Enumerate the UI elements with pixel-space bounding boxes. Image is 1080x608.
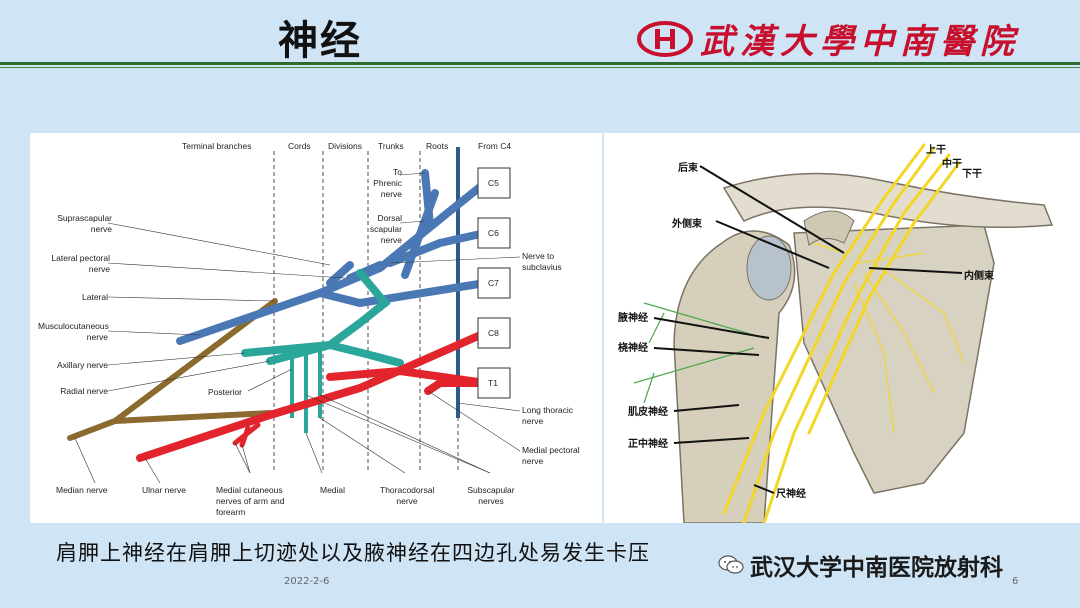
label-ulnar: Ulnar nerve [142, 485, 186, 495]
label-upper-trunk-cn: 上干 [926, 145, 946, 156]
label-long-thoracic: Long thoracic nerve [522, 405, 574, 426]
root-c6: C6 [488, 228, 499, 238]
header-roots: Roots [426, 141, 449, 151]
hospital-logo: 武漢大學中南醫院 [636, 14, 1020, 63]
label-medial-pectoral: Medial pectoral nerve [522, 445, 580, 466]
label-nerve-subclavius: Nerve to subclavius [522, 251, 562, 272]
shoulder-anatomy-drawing [633, 143, 1054, 523]
header-trunks: Trunks [378, 141, 404, 151]
plexus-schematic [67, 147, 521, 484]
label-middle-trunk-cn: 中干 [942, 159, 962, 170]
header-rule [0, 62, 1080, 65]
label-medial-cutaneous: Medial cutaneous nerves of arm and forea… [216, 485, 285, 517]
label-posterior: Posterior [208, 387, 243, 397]
label-suprascapular: Suprascapular nerve [57, 213, 112, 234]
label-lateral: Lateral [82, 292, 108, 302]
hospital-logo-icon [637, 20, 693, 57]
header-rule-thin [0, 67, 1080, 68]
hospital-name: 武漢大學中南醫院 [700, 22, 1020, 62]
label-musculocutaneous: Musculocutaneous nerve [38, 321, 109, 342]
label-radial: Radial nerve [60, 386, 108, 396]
root-c7: C7 [488, 278, 499, 288]
label-phrenic: To Phrenic nerve [373, 167, 402, 199]
label-posterior-cord-cn: 后束 [678, 163, 698, 174]
label-dorsal-scapular: Dorsal scapular nerve [369, 213, 402, 245]
wechat-watermark: 武汉大学中南医院放射科 [718, 548, 1003, 582]
label-median-cn: 正中神经 [628, 439, 668, 450]
label-medial: Medial [320, 485, 346, 495]
label-ulnar-cn: 尺神经 [776, 489, 806, 500]
header-cords: Cords [288, 141, 311, 151]
label-radial-cn: 桡神经 [618, 343, 648, 354]
brachial-plexus-diagram: Terminal branches Cords Divisions Trunks… [30, 133, 602, 523]
page-number: 6 [1012, 576, 1019, 587]
label-lateral-pectoral: Lateral pectoral nerve [51, 253, 110, 274]
slide-caption: 肩胛上神经在肩胛上切迹处以及腋神经在四边孔处易发生卡压 [56, 541, 650, 565]
wechat-icon [718, 555, 744, 574]
label-musculocutaneous-cn: 肌皮神经 [628, 407, 668, 418]
label-lateral-cord-cn: 外侧束 [672, 219, 702, 230]
root-t1: T1 [488, 378, 498, 388]
label-medial-cord-cn: 内侧束 [964, 271, 994, 282]
label-axillary-cn: 腋神经 [618, 313, 648, 324]
label-thoracodorsal: Thoracodorsal nerve [380, 485, 435, 506]
label-axillary: Axillary nerve [56, 360, 108, 370]
root-c5: C5 [488, 178, 499, 188]
label-median: Median nerve [56, 485, 108, 495]
label-lower-trunk-cn: 下干 [962, 169, 982, 180]
slide-date: 2022-2-6 [284, 576, 330, 587]
header-terminal-branches: Terminal branches [182, 141, 252, 151]
root-c8: C8 [488, 328, 499, 338]
watermark-text: 武汉大学中南医院放射科 [750, 555, 1003, 581]
header-divisions: Divisions [328, 141, 363, 151]
shoulder-anatomy-illustration: 后束 外侧束 上干 中干 下干 内侧束 腋神经 桡神经 肌皮神经 正中神经 尺神… [604, 133, 1080, 523]
slide-title: 神经 [278, 17, 362, 64]
label-subscapular: Subscapular nerves [467, 485, 515, 506]
header-from-c4: From C4 [478, 141, 512, 151]
